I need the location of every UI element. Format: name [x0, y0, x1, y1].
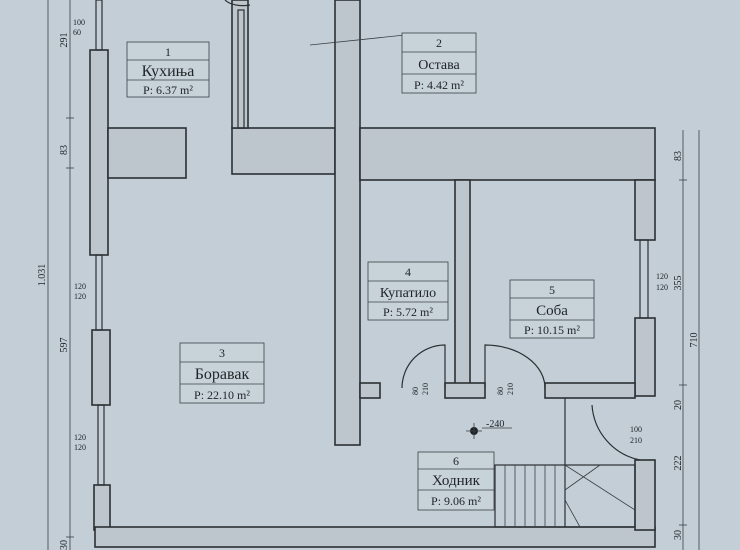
openings-door_entry-1: 210: [630, 436, 642, 445]
rooms-2-number: 3: [219, 346, 225, 360]
rooms-3-area: P: 5.72 m²: [383, 305, 433, 319]
room-label-1: 1 Кухиња P: 6.37 m²: [126, 41, 210, 98]
rooms-4-name: Соба: [536, 303, 568, 319]
openings-left_window_1-1: 120: [74, 292, 86, 301]
room-label-4: 4 Купатило P: 5.72 m²: [367, 261, 449, 321]
room-label-2: 2 Остава P: 4.42 m²: [401, 32, 477, 94]
room-label-6: 6 Ходник P: 9.06 m²: [417, 451, 495, 511]
doors: [224, 0, 641, 527]
room-label-5: 5 Соба P: 10.15 m²: [509, 279, 595, 339]
openings-door_entry-0: 100: [630, 425, 642, 434]
openings-left_window_1-0: 120: [74, 282, 86, 291]
stairs: [494, 464, 636, 528]
rooms-0-number: 1: [165, 45, 171, 59]
openings-top_window-1: 60: [73, 28, 81, 37]
rooms-0-name: Кухиња: [142, 63, 195, 80]
rooms-0-area: P: 6.37 m²: [143, 83, 193, 97]
windows: [95, 0, 649, 486]
rooms-3-number: 4: [405, 265, 411, 279]
dimensions_right-total: 710: [689, 333, 700, 348]
rooms-3-name: Купатило: [380, 286, 436, 301]
rooms-1-number: 2: [436, 36, 442, 50]
openings-top_window-0: 100: [73, 18, 85, 27]
rooms-5-number: 6: [453, 454, 459, 468]
room-label-3: 3 Боравак P: 22.10 m²: [179, 342, 265, 404]
rooms-2-name: Боравак: [195, 366, 250, 383]
dimensions_left-d2: 83: [59, 145, 70, 155]
rooms-4-number: 5: [549, 283, 555, 297]
dimensions_left-d1: 291: [59, 33, 70, 48]
dimensions-left: 1.031 291 83 597 30 100 60 120 120 120 1…: [37, 18, 86, 550]
rooms-1-name: Остава: [418, 58, 460, 73]
openings-door_room-0: 80: [496, 387, 505, 395]
dimensions_right-d4: 222: [673, 456, 684, 471]
dimensions_right-d5: 30: [673, 530, 684, 540]
dimensions_left-d4: 30: [59, 540, 70, 550]
dimensions_right-d2: 355: [673, 276, 684, 291]
rooms-1-area: P: 4.42 m²: [414, 78, 464, 92]
rooms-4-area: P: 10.15 m²: [524, 323, 580, 337]
level-mark-text: -240: [486, 419, 504, 430]
dimensions_right-d3: 20: [673, 400, 684, 410]
openings-left_window_2-1: 120: [74, 443, 86, 452]
openings-right_window-1: 120: [656, 283, 668, 292]
openings-door_room-1: 210: [506, 383, 515, 395]
dimensions_left-d3: 597: [59, 338, 70, 353]
openings-door_bath-1: 210: [421, 383, 430, 395]
dimensions_left-total: 1.031: [37, 264, 48, 287]
rooms-5-name: Ходник: [432, 473, 481, 489]
openings-left_window_2-0: 120: [74, 433, 86, 442]
openings-door_bath-0: 80: [411, 387, 420, 395]
dimensions-right: 710 83 355 20 222 30 120 120 100 210 80 …: [411, 151, 700, 540]
dimensions_right-d1: 83: [673, 151, 684, 161]
openings-right_window-0: 120: [656, 272, 668, 281]
rooms-5-area: P: 9.06 m²: [431, 494, 481, 508]
rooms-2-area: P: 22.10 m²: [194, 388, 250, 402]
level-marker: -240: [466, 419, 512, 439]
